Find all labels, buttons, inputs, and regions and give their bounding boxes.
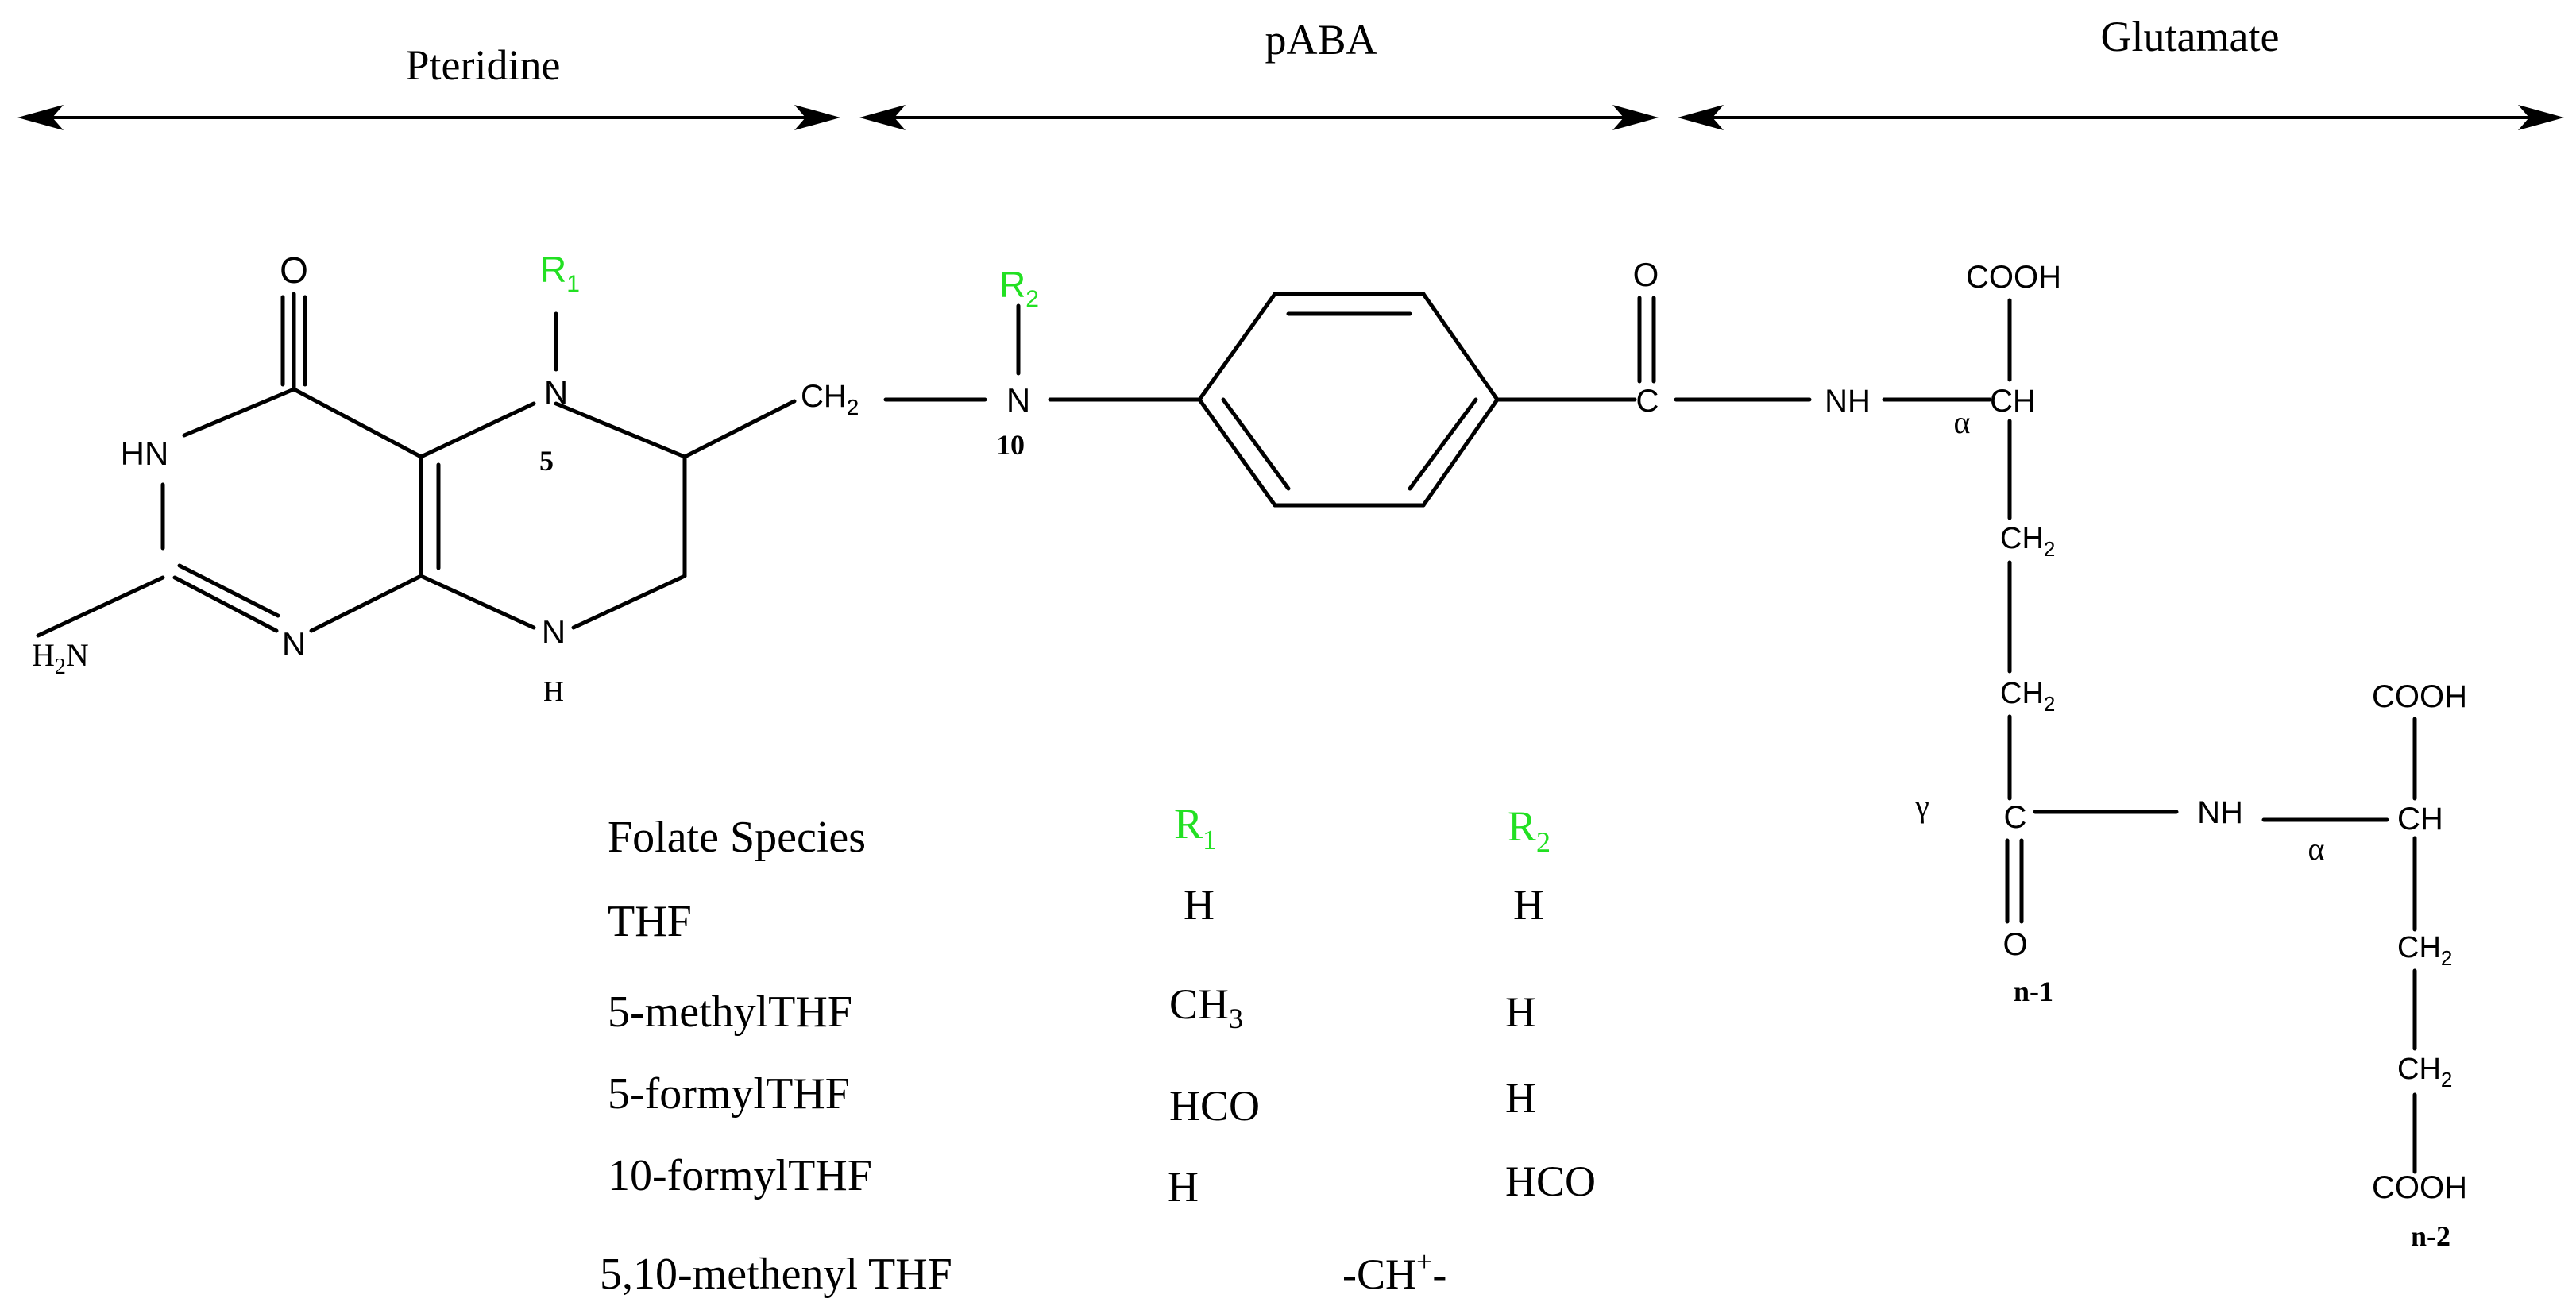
residue-n-minus-2: n-2 [2411, 1220, 2450, 1252]
r2-label: R2 [999, 264, 1039, 312]
alpha-label-2: α [2308, 831, 2325, 867]
paba-arrow [859, 105, 1659, 130]
cooh-3: COOH [2372, 1170, 2467, 1205]
n8-hydrogen: H [543, 675, 564, 707]
row-r2-value: H [1505, 1074, 1536, 1122]
cooh-2: COOH [2372, 679, 2467, 714]
section-arrows [17, 105, 2564, 130]
methylene-bridge-label: CH2 [801, 379, 859, 419]
residue-n-minus-1: n-1 [2014, 976, 2053, 1007]
row-r1-value: H [1184, 881, 1215, 929]
amide-oxygen: O [1633, 256, 1659, 293]
row-species: 5-formylTHF [608, 1069, 850, 1119]
row-r2-value: H [1505, 988, 1536, 1036]
methylene-3: CH2 [2397, 931, 2452, 970]
ch-alpha-1: CH [1990, 384, 2036, 419]
bonds [36, 292, 2417, 1174]
folate-species-table: Folate Species R1 R2 THF H H 5-methylTHF… [600, 800, 1596, 1299]
row-species: THF [608, 897, 692, 946]
gamma-oxygen: O [2002, 927, 2027, 962]
table-header-r1: R1 [1174, 800, 1217, 856]
row-r1-value: CH3 [1169, 980, 1243, 1034]
gamma-carbon: C [2004, 800, 2027, 835]
hn-label: HN [121, 435, 169, 472]
amide-carbon: C [1636, 384, 1659, 419]
n10-label: N [1006, 381, 1030, 419]
glutamate-label: Glutamate [2101, 13, 2280, 60]
amino-group-label: H2N [32, 637, 89, 679]
glutamate-arrow [1678, 105, 2564, 130]
position-10-number: 10 [996, 429, 1025, 461]
methylene-4: CH2 [2397, 1053, 2452, 1092]
gamma-label: γ [1914, 788, 1929, 824]
paba-label: pABA [1265, 16, 1377, 64]
methylene-2: CH2 [2000, 677, 2055, 716]
ch-alpha-2: CH [2397, 802, 2443, 837]
row-r1-value: HCO [1169, 1082, 1260, 1130]
pteridine-label: Pteridine [406, 41, 561, 89]
table-header-r2: R2 [1508, 802, 1551, 858]
n8-label: N [542, 613, 566, 651]
position-5-number: 5 [539, 445, 554, 477]
row-r2-value: H [1513, 881, 1544, 929]
methylene-1: CH2 [2000, 522, 2055, 561]
row-r2-value: HCO [1505, 1157, 1596, 1205]
row-species: 5-methylTHF [608, 987, 852, 1037]
pteridine-arrow [17, 105, 840, 130]
alpha-label-1: α [1954, 404, 1971, 440]
nh-alpha-1: NH [1825, 384, 1871, 419]
methenyl-bridge-value: -CH+- [1342, 1246, 1446, 1298]
nh-alpha-2: NH [2197, 795, 2243, 830]
row-species: 5,10-methenyl THF [600, 1250, 952, 1299]
ring-nitrogen: N [282, 625, 306, 663]
row-r1-value: H [1168, 1163, 1199, 1211]
row-species: 10-formylTHF [608, 1151, 872, 1200]
atom-labels: O HN N H2N R1 N 5 N H CH2 R2 N 10 O C NH… [32, 249, 2467, 1252]
carbonyl-oxygen-top: O [280, 249, 308, 291]
n5-label: N [544, 373, 568, 411]
r1-label: R1 [540, 249, 580, 297]
table-header-species: Folate Species [608, 813, 866, 862]
cooh-1: COOH [1966, 260, 2061, 295]
